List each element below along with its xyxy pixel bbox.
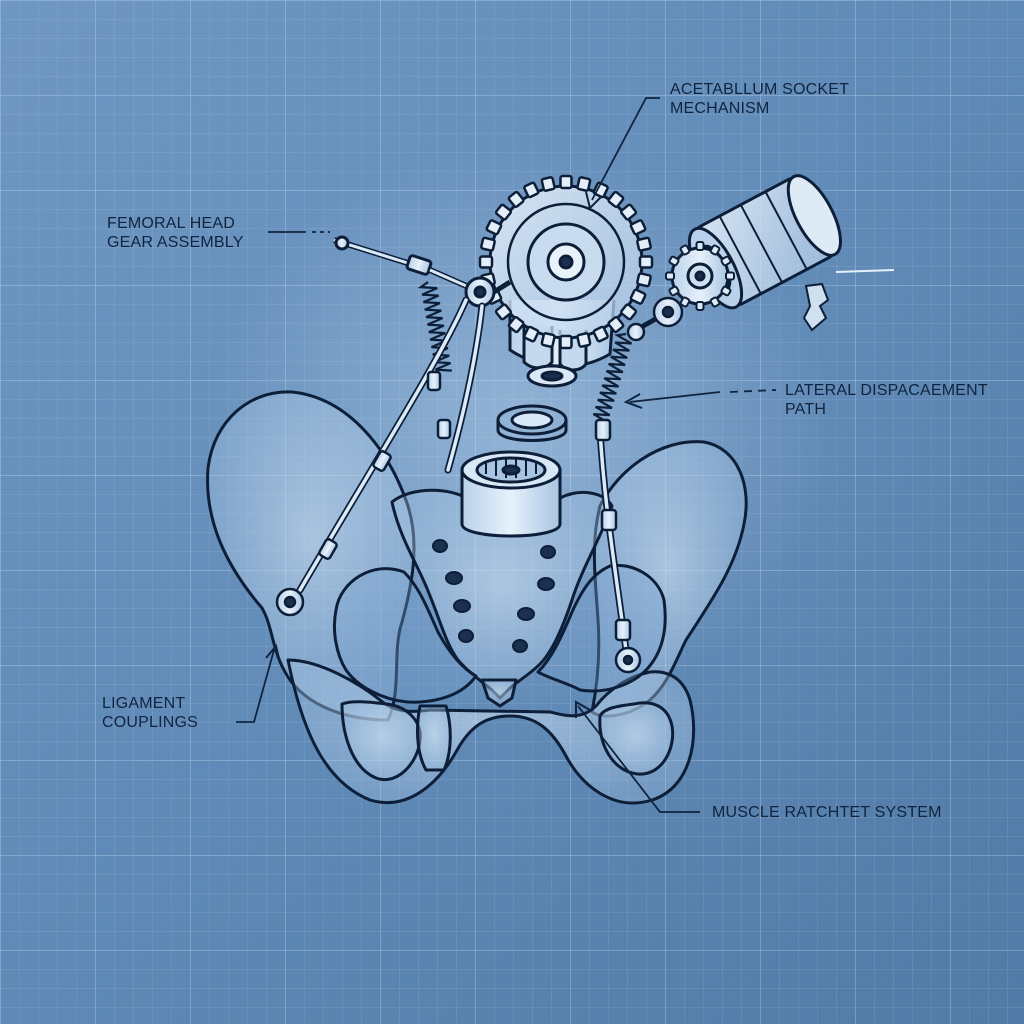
pelvis-bone	[206, 390, 748, 805]
gear-tooth	[679, 244, 691, 256]
gear-tooth	[679, 296, 691, 308]
gear-tooth	[629, 288, 647, 305]
sacral-foramen	[537, 577, 555, 591]
leader-ligament	[236, 649, 275, 723]
gear-tooth	[709, 244, 721, 256]
gear-tooth	[494, 203, 513, 221]
arrowhead-lateral	[623, 393, 643, 409]
label-muscle-ratchet-system: MUSCLE RATCHTET SYSTEM	[712, 803, 942, 822]
gear-tooth	[478, 255, 494, 269]
gear-tooth	[540, 332, 556, 348]
label-line: PATH	[785, 401, 827, 418]
label-acetabulum-socket-mechanism: ACETABLLUM SOCKET MECHANISM	[670, 80, 849, 118]
label-line: LIGAMENT	[102, 695, 186, 712]
arrowhead-muscle	[575, 700, 591, 718]
femoral-rod-assembly	[333, 235, 512, 308]
gear-tooth	[607, 190, 625, 209]
gear-tooth	[607, 315, 625, 334]
gear-tooth	[592, 325, 609, 343]
sacral-foramen	[517, 607, 535, 621]
sacral-foramen	[512, 639, 528, 653]
acetabulum-gear-teeth	[478, 174, 654, 350]
gear-tooth	[576, 176, 592, 192]
leader-lateral	[629, 391, 721, 403]
pubic-symphysis	[416, 704, 452, 772]
gear-tooth	[540, 176, 556, 192]
gear-tooth	[668, 255, 680, 267]
gear-tooth	[725, 271, 735, 281]
exploded-cylinder-assembly	[665, 174, 842, 332]
gear-tooth	[576, 332, 592, 348]
ligament-coupling-nodes	[275, 296, 684, 674]
arrowhead-ligament	[265, 643, 281, 663]
gear-tooth	[709, 296, 721, 308]
label-line: LATERAL DISPACAEMENT	[785, 382, 988, 399]
label-line: GEAR ASSEMBLY	[107, 234, 244, 251]
coccyx	[480, 678, 518, 708]
label-ligament-couplings: LIGAMENT COUPLINGS	[102, 694, 198, 732]
gear-tooth	[720, 285, 732, 297]
sacral-foramen	[432, 539, 448, 553]
right-obturator-foramen	[598, 701, 675, 776]
small-gear-teeth	[665, 241, 735, 311]
label-lateral-displacement-path: LATERAL DISPACAEMENT PATH	[785, 381, 988, 419]
label-line: COUPLINGS	[102, 714, 199, 731]
leader-acetabulum	[591, 97, 660, 201]
loose-bracket	[802, 282, 830, 332]
label-femoral-head-gear-assembly: FEMORAL HEAD GEAR ASSEMBLY	[107, 214, 244, 252]
gear-tooth	[480, 236, 496, 252]
sacral-foramen	[458, 629, 474, 643]
callout-leader-lines	[236, 97, 895, 813]
gear-tooth	[720, 255, 732, 267]
gear-tooth	[636, 272, 652, 288]
gear-tooth	[636, 236, 652, 252]
coil-spring	[417, 281, 452, 372]
gear-tooth	[619, 203, 638, 221]
leader-lateral-dash	[729, 389, 777, 393]
leader-muscle	[577, 705, 700, 813]
gear-tooth	[523, 325, 540, 343]
gear-tooth	[619, 303, 638, 321]
gear-tooth	[665, 271, 675, 281]
gear-tooth	[695, 301, 705, 311]
coil-spring	[592, 332, 633, 424]
sacrum	[390, 488, 614, 700]
sacral-foramen	[445, 571, 463, 585]
sacral-foramen	[453, 599, 471, 613]
gear-tooth	[485, 219, 503, 236]
sacral-foramen	[540, 545, 556, 559]
gear-tooth	[629, 219, 647, 236]
gear-tooth	[507, 190, 525, 209]
gear-tooth	[638, 255, 654, 269]
arrowhead-acetabulum	[585, 191, 603, 210]
spring-right	[592, 332, 633, 424]
gear-tooth	[668, 285, 680, 297]
leader-cylinder-stub	[835, 269, 895, 273]
label-line: FEMORAL HEAD	[107, 215, 236, 232]
label-line: MUSCLE RATCHTET SYSTEM	[712, 804, 942, 821]
gear-tooth	[494, 303, 513, 321]
label-line: MECHANISM	[670, 100, 770, 117]
gear-tooth	[523, 181, 540, 199]
gear-tooth	[559, 174, 573, 190]
gear-tooth	[559, 334, 573, 350]
gear-tooth	[695, 241, 705, 251]
acetabulum-gear-assembly	[478, 174, 654, 388]
spring-left	[417, 281, 452, 372]
sacral-foramina	[432, 539, 556, 653]
gear-tooth	[507, 315, 525, 334]
central-gear-housing	[460, 404, 568, 538]
label-line: ACETABLLUM SOCKET	[670, 81, 850, 98]
pelvic-inlet	[332, 567, 478, 704]
gear-tooth	[592, 181, 609, 199]
left-iliac-wing	[206, 390, 416, 722]
